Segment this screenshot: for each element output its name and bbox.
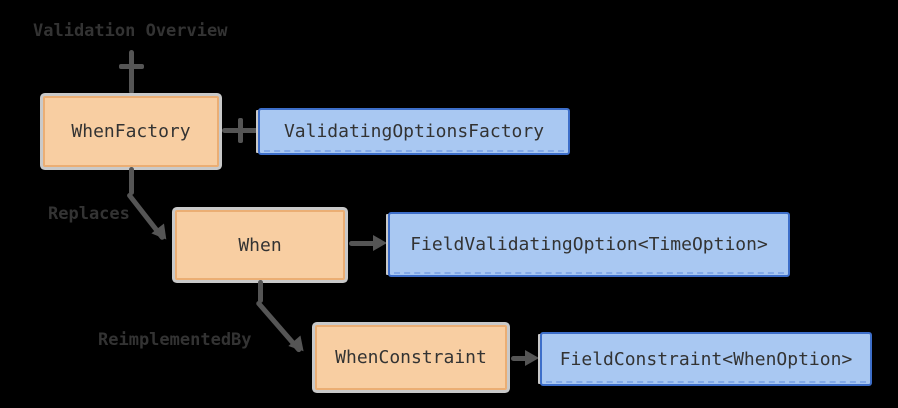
node-when-factory: WhenFactory [43, 96, 219, 167]
node-validating-options-factory: ValidatingOptionsFactory [258, 108, 570, 155]
edge-constraint-to-interface [511, 356, 535, 361]
diagram-title: Validation Overview [33, 21, 228, 41]
node-when-constraint-label: WhenConstraint [335, 347, 487, 368]
arrowhead-icon [373, 235, 387, 251]
node-when-constraint: WhenConstraint [315, 325, 507, 390]
edge-label-reimplemented-by: ReimplementedBy [98, 330, 252, 350]
edge-reimplemented-segment-1 [258, 280, 263, 303]
node-when: When [175, 210, 345, 280]
edge-when-to-interface [349, 241, 379, 246]
edge-replaces-segment-1 [129, 167, 134, 195]
arrowhead-icon [525, 350, 539, 366]
edge-label-replaces: Replaces [48, 204, 130, 224]
node-field-validating-option-label: FieldValidatingOption<TimeOption> [410, 234, 768, 255]
node-when-label: When [238, 234, 282, 256]
node-when-factory-label: WhenFactory [71, 121, 191, 142]
node-field-constraint-label: FieldConstraint<WhenOption> [559, 348, 853, 370]
edge-factory-to-annotation [129, 50, 134, 94]
cross-marker-icon [119, 64, 144, 69]
node-validating-options-factory-label: ValidatingOptionsFactory [283, 121, 545, 142]
node-field-validating-option: FieldValidatingOption<TimeOption> [388, 212, 790, 277]
cross-marker-icon [238, 118, 243, 143]
node-field-constraint: FieldConstraint<WhenOption> [540, 332, 872, 386]
